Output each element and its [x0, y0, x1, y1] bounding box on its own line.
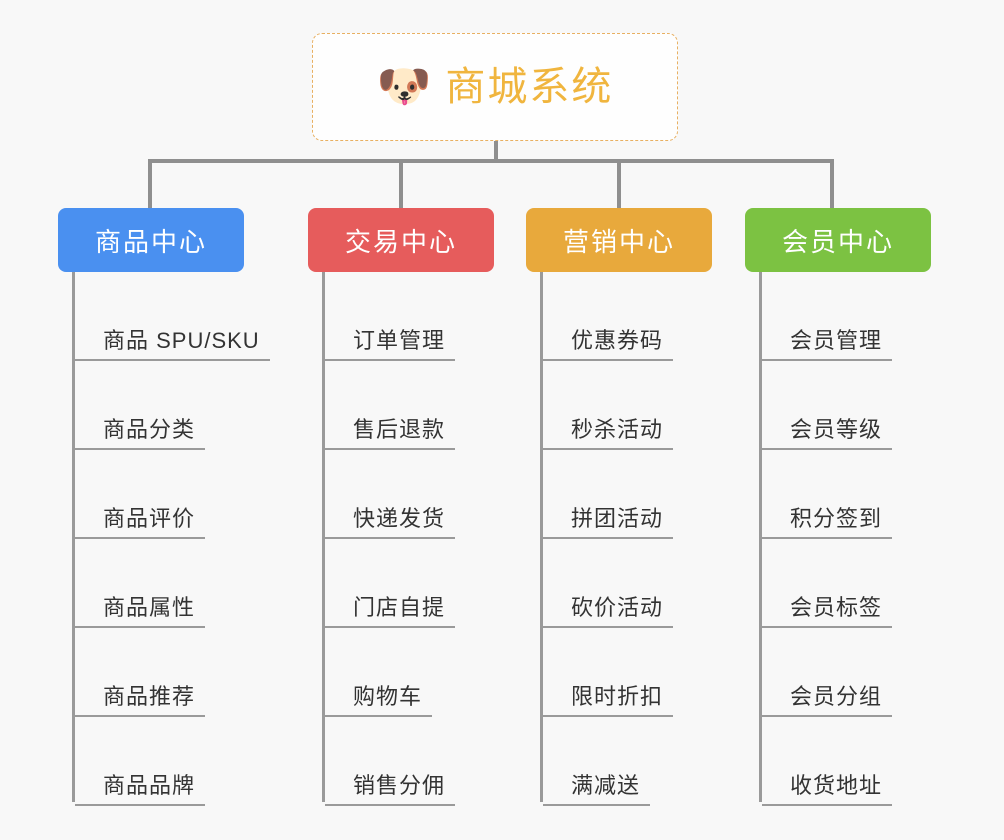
list-item[interactable]: 商品品牌: [75, 717, 206, 806]
leaf-label: 商品 SPU/SKU: [103, 327, 260, 353]
leaf-label: 砍价活动: [571, 594, 664, 620]
connector-drop-3: [617, 159, 621, 209]
root-node-title: 商城系统: [445, 65, 614, 109]
leaf-label: 商品推荐: [103, 683, 196, 709]
leaf-underline: 快递发货: [325, 505, 456, 539]
leaf-underline: 砍价活动: [543, 594, 674, 628]
category-header-label-1: 商品中心: [94, 226, 207, 257]
list-item[interactable]: 订单管理: [325, 272, 456, 361]
leaf-label: 商品品牌: [103, 772, 196, 798]
leaf-underline: 会员等级: [762, 416, 893, 450]
list-item[interactable]: 限时折扣: [543, 628, 674, 717]
leaf-underline: 售后退款: [325, 416, 456, 450]
category-header-3[interactable]: 营销中心: [526, 208, 712, 272]
connector-drop-2: [399, 159, 403, 209]
list-item[interactable]: 会员标签: [762, 539, 893, 628]
list-item[interactable]: 会员管理: [762, 272, 893, 361]
list-item[interactable]: 商品 SPU/SKU: [75, 272, 270, 361]
leaf-underline: 销售分佣: [325, 772, 456, 806]
leaf-list-4: 会员管理 会员等级 积分签到 会员标签 会员分组: [759, 272, 962, 806]
branch-column-1: 商品中心 商品 SPU/SKU 商品分类 商品评价 商品属性: [58, 208, 275, 806]
leaf-list-3: 优惠券码 秒杀活动 拼团活动 砍价活动 限时折扣: [540, 272, 743, 806]
leaf-label: 会员标签: [790, 594, 883, 620]
leaf-label: 门店自提: [353, 594, 446, 620]
list-item[interactable]: 售后退款: [325, 361, 456, 450]
list-item[interactable]: 拼团活动: [543, 450, 674, 539]
list-item[interactable]: 优惠券码: [543, 272, 674, 361]
leaf-underline: 秒杀活动: [543, 416, 674, 450]
branch-column-2: 交易中心 订单管理 售后退款 快递发货 门店自提: [308, 208, 525, 806]
list-item[interactable]: 购物车: [325, 628, 433, 717]
leaf-underline: 积分签到: [762, 505, 893, 539]
leaf-list-2: 订单管理 售后退款 快递发货 门店自提 购物车: [322, 272, 525, 806]
connector-horizontal-bus: [148, 159, 834, 163]
leaf-label: 拼团活动: [571, 505, 664, 531]
leaf-label: 快递发货: [353, 505, 446, 531]
leaf-underline: 门店自提: [325, 594, 456, 628]
connector-drop-1: [148, 159, 152, 209]
list-item[interactable]: 商品评价: [75, 450, 206, 539]
leaf-label: 订单管理: [353, 327, 446, 353]
list-item[interactable]: 砍价活动: [543, 539, 674, 628]
connector-root-stem: [494, 141, 498, 163]
leaf-label: 会员管理: [790, 327, 883, 353]
leaf-underline: 商品分类: [75, 416, 206, 450]
connector-drop-4: [830, 159, 834, 209]
root-node-content: 🐶 商城系统: [377, 65, 614, 109]
leaf-label: 积分签到: [790, 505, 883, 531]
leaf-underline: 满减送: [543, 772, 651, 806]
leaf-label: 售后退款: [353, 416, 446, 442]
leaf-underline: 订单管理: [325, 327, 456, 361]
category-header-label-3: 营销中心: [562, 226, 675, 257]
leaf-underline: 会员分组: [762, 683, 893, 717]
branch-column-4: 会员中心 会员管理 会员等级 积分签到 会员标签: [745, 208, 962, 806]
category-header-label-4: 会员中心: [781, 226, 894, 257]
shiba-dog-face-icon: 🐶: [376, 62, 432, 111]
leaf-label: 销售分佣: [353, 772, 446, 798]
leaf-label: 商品评价: [103, 505, 196, 531]
leaf-underline: 商品属性: [75, 594, 206, 628]
category-header-1[interactable]: 商品中心: [58, 208, 244, 272]
leaf-underline: 会员管理: [762, 327, 893, 361]
list-item[interactable]: 商品分类: [75, 361, 206, 450]
list-item[interactable]: 秒杀活动: [543, 361, 674, 450]
root-node-shop-system[interactable]: 🐶 商城系统: [312, 33, 678, 141]
leaf-label: 商品分类: [103, 416, 196, 442]
leaf-label: 购物车: [353, 683, 423, 709]
category-header-label-2: 交易中心: [344, 226, 457, 257]
leaf-label: 会员分组: [790, 683, 883, 709]
leaf-underline: 商品品牌: [75, 772, 206, 806]
list-item[interactable]: 积分签到: [762, 450, 893, 539]
leaf-underline: 商品推荐: [75, 683, 206, 717]
list-item[interactable]: 销售分佣: [325, 717, 456, 806]
leaf-label: 会员等级: [790, 416, 883, 442]
leaf-underline: 收货地址: [762, 772, 893, 806]
leaf-underline: 限时折扣: [543, 683, 674, 717]
list-item[interactable]: 收货地址: [762, 717, 893, 806]
leaf-label: 优惠券码: [571, 327, 664, 353]
leaf-underline: 商品评价: [75, 505, 206, 539]
leaf-label: 商品属性: [103, 594, 196, 620]
leaf-underline: 会员标签: [762, 594, 893, 628]
list-item[interactable]: 商品属性: [75, 539, 206, 628]
leaf-label: 限时折扣: [571, 683, 664, 709]
leaf-label: 收货地址: [790, 772, 883, 798]
list-item[interactable]: 快递发货: [325, 450, 456, 539]
leaf-underline: 商品 SPU/SKU: [75, 327, 270, 361]
list-item[interactable]: 满减送: [543, 717, 651, 806]
leaf-label: 满减送: [571, 772, 641, 798]
list-item[interactable]: 商品推荐: [75, 628, 206, 717]
category-header-2[interactable]: 交易中心: [308, 208, 494, 272]
list-item[interactable]: 会员等级: [762, 361, 893, 450]
leaf-label: 秒杀活动: [571, 416, 664, 442]
list-item[interactable]: 会员分组: [762, 628, 893, 717]
category-header-4[interactable]: 会员中心: [745, 208, 931, 272]
leaf-underline: 购物车: [325, 683, 433, 717]
leaf-underline: 优惠券码: [543, 327, 674, 361]
leaf-underline: 拼团活动: [543, 505, 674, 539]
list-item[interactable]: 门店自提: [325, 539, 456, 628]
branch-column-3: 营销中心 优惠券码 秒杀活动 拼团活动 砍价活动: [526, 208, 743, 806]
leaf-list-1: 商品 SPU/SKU 商品分类 商品评价 商品属性 商品推荐: [72, 272, 275, 806]
